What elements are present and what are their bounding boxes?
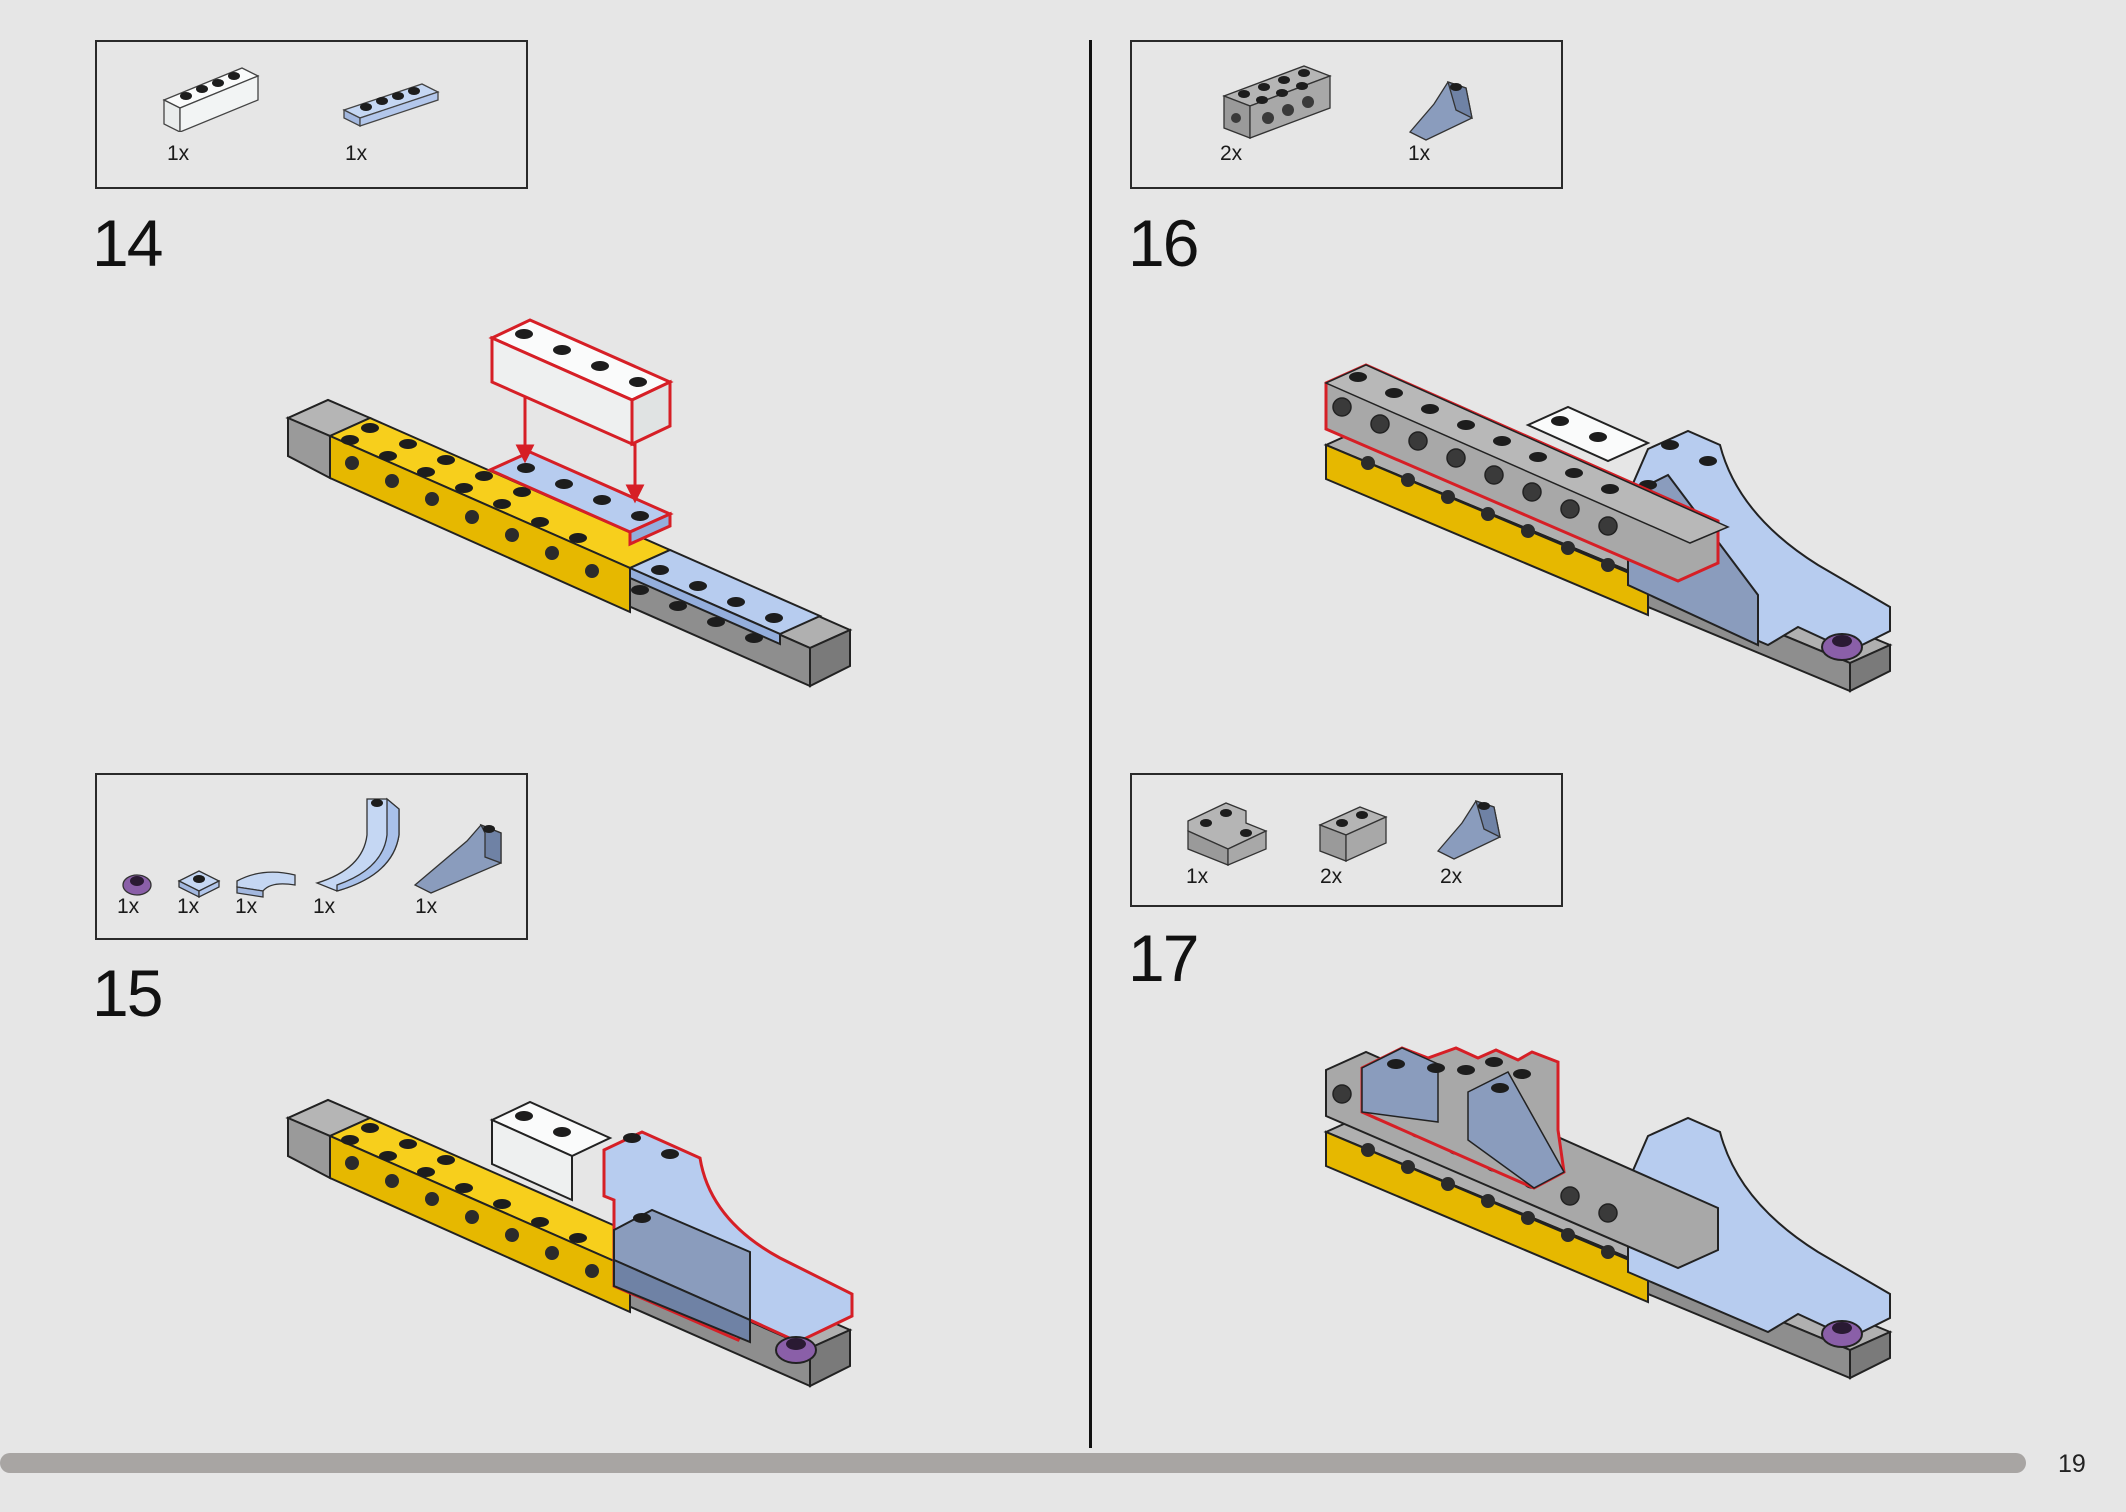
step-number: 16 — [1128, 206, 1199, 280]
part-count: 1x — [117, 895, 140, 918]
part-count: 1x — [1408, 142, 1431, 165]
part-count: 1x — [1186, 865, 1209, 888]
gray-corner-brick-icon — [1187, 802, 1268, 866]
step-16-assembly-illustration — [1323, 363, 1893, 693]
page-divider — [1089, 40, 1092, 1448]
part-count: 2x — [1440, 865, 1463, 888]
part-count: 1x — [313, 895, 336, 918]
light-blue-curved-slope-icon — [236, 871, 296, 898]
sand-blue-slope-icon — [1436, 799, 1501, 860]
part-count: 2x — [1320, 865, 1343, 888]
light-blue-1x1-tile-icon — [177, 870, 221, 899]
step-number: 15 — [92, 956, 163, 1030]
page-number: 19 — [2058, 1450, 2086, 1478]
part-count: 1x — [415, 895, 438, 918]
part-count: 1x — [235, 895, 258, 918]
sand-blue-slope-2x1-icon — [1408, 80, 1473, 141]
light-blue-arch-curve-icon — [315, 797, 400, 892]
step-number: 14 — [92, 206, 163, 280]
step-15-assembly-illustration — [285, 1098, 854, 1388]
step-number: 17 — [1128, 921, 1199, 995]
purple-round-plate-icon — [122, 874, 152, 896]
parts-callout-step-14: 1x 1x — [95, 40, 528, 189]
sand-blue-slope-icon — [413, 823, 502, 894]
part-count: 1x — [177, 895, 200, 918]
parts-callout-step-17: 1x 2x 2x — [1130, 773, 1563, 907]
progress-bar — [0, 1453, 2026, 1473]
white-1x4-brick-icon — [162, 67, 260, 132]
gray-technic-brick-icon — [1222, 65, 1332, 139]
gray-1x2-brick-icon — [1318, 806, 1388, 863]
parts-callout-step-15: 1x 1x 1x 1x 1x — [95, 773, 528, 940]
step-14-assembly-illustration — [285, 318, 853, 688]
light-blue-1x4-plate-icon — [342, 83, 440, 128]
part-count: 1x — [167, 142, 190, 165]
part-count: 2x — [1220, 142, 1243, 165]
parts-callout-step-16: 2x 1x — [1130, 40, 1563, 189]
part-count: 1x — [345, 142, 368, 165]
step-17-assembly-illustration — [1323, 1046, 1893, 1380]
